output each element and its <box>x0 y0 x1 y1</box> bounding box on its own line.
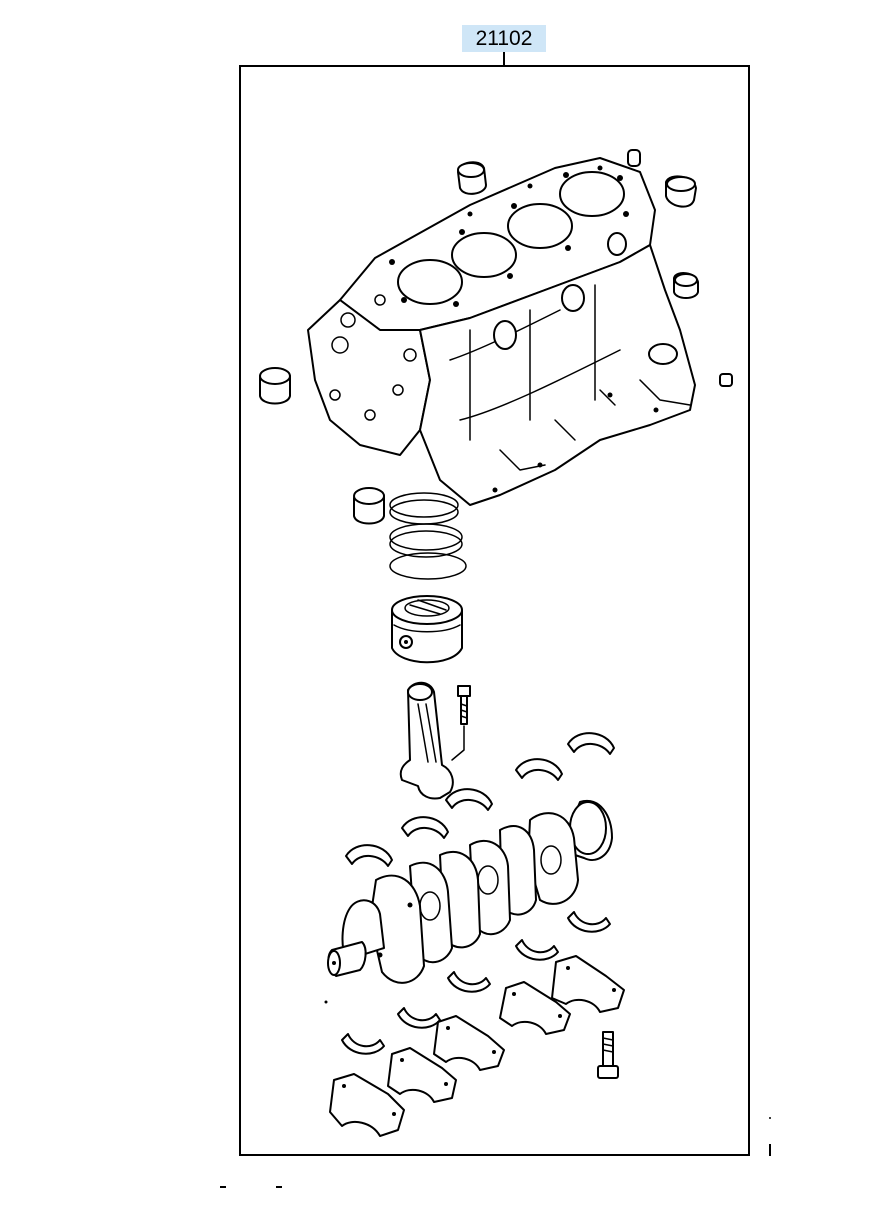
camshaft-bushing[interactable] <box>665 175 699 299</box>
piston-pin-bushing[interactable] <box>353 487 385 525</box>
piston[interactable] <box>391 595 463 664</box>
cylinder-block[interactable] <box>307 157 696 506</box>
piston-ring-set[interactable] <box>389 492 467 580</box>
main-bearing-cap[interactable] <box>329 955 625 1137</box>
parts-frame <box>239 65 750 1156</box>
label-leader-line <box>503 52 505 66</box>
piston-pin-bushing[interactable] <box>259 367 291 405</box>
part-number-label[interactable]: 21102 <box>462 25 546 52</box>
connecting-rod-bolt[interactable] <box>451 685 471 761</box>
main-bearing-cap-bolt[interactable] <box>597 1031 619 1079</box>
upper-main-bearing[interactable] <box>345 732 615 867</box>
camshaft-bushing[interactable] <box>457 161 487 195</box>
lower-main-bearing[interactable] <box>341 911 611 1055</box>
dowel-pin[interactable] <box>627 149 733 387</box>
crankshaft[interactable] <box>327 799 613 984</box>
connecting-rod[interactable] <box>399 681 454 800</box>
